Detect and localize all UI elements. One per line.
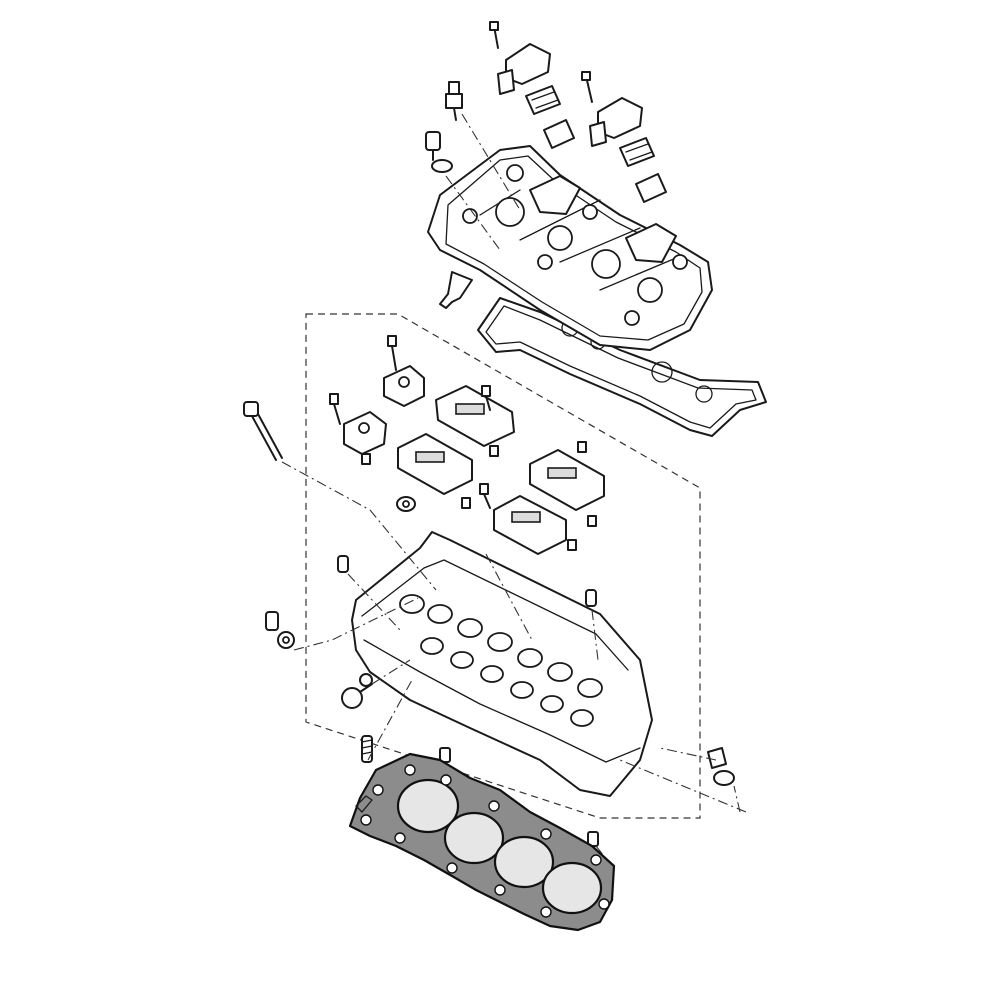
sealing-washer (359, 673, 373, 687)
valve-cover-assembly (425, 21, 767, 437)
gasket-ring (695, 385, 713, 403)
long-stud-bolt (243, 401, 283, 461)
dowel-pin (489, 445, 499, 457)
plug-hole (547, 225, 573, 251)
holder-bolt (481, 385, 491, 397)
camshaft-holder-assembly (243, 313, 701, 819)
coil-bolt (581, 71, 591, 81)
bracket (439, 271, 473, 309)
oil-plug (707, 747, 735, 786)
dowel-pin (585, 589, 597, 607)
cylinder-head-deck (363, 639, 641, 763)
plug-cap (525, 85, 561, 115)
spark-plug-tip (448, 81, 460, 95)
holder-bolt (577, 441, 587, 453)
rubber-grommet (431, 159, 453, 173)
dowel-pin (461, 497, 471, 509)
coil-seat (625, 223, 677, 263)
coil-seat (529, 175, 581, 215)
oil-plug (396, 496, 416, 512)
cam-holder (479, 483, 577, 555)
bolt-hole (537, 254, 553, 270)
cam-holder (329, 393, 387, 465)
cylinder-bore (493, 835, 555, 889)
stud (265, 611, 279, 631)
gasket-bolt-holes (360, 764, 610, 918)
spark-plug-hex (445, 93, 463, 109)
cylinder-head-assembly (265, 531, 735, 847)
coil-boot (497, 69, 515, 95)
spark-plug (445, 81, 463, 121)
stud (361, 735, 373, 763)
dowel-pin (567, 539, 577, 551)
assembly-outline (305, 313, 701, 819)
cylinder-head-upper (361, 559, 629, 671)
gasket-slot (355, 795, 373, 813)
head-gasket (348, 752, 616, 932)
valve-cover-rim (445, 155, 703, 341)
bolt-hole (672, 254, 688, 270)
stud-head (243, 401, 259, 417)
cam-holder (397, 433, 473, 509)
cam-holder (435, 385, 515, 457)
cylinder-bore (396, 778, 460, 834)
bolt-hole (506, 164, 524, 182)
ignition-coil (489, 21, 575, 149)
cam-holder (383, 335, 425, 407)
plug-hole (591, 249, 621, 279)
cam-holder (529, 441, 605, 527)
cover-bolt (425, 131, 441, 161)
cylinder-bore (541, 861, 603, 915)
plug-cap (619, 137, 655, 167)
plug-cap (543, 119, 575, 149)
cover-bolt-head (425, 131, 441, 151)
plug-cap (635, 173, 667, 203)
plug-hole (637, 277, 663, 303)
sealing-washer (713, 770, 735, 786)
cylinder-bore (443, 811, 505, 865)
dowel-pin (361, 453, 371, 465)
coil-bolt (489, 21, 499, 31)
gasket-ring (651, 361, 673, 383)
stud (337, 555, 349, 573)
coil-boot (589, 121, 607, 147)
head-bolt (341, 673, 373, 709)
cylinder-head-valves (399, 594, 603, 727)
cover-gasket-inner (485, 305, 757, 429)
plug-hole (495, 197, 525, 227)
bolt-hole (624, 310, 640, 326)
holder-bolt (387, 335, 397, 347)
bolt-hole (582, 204, 598, 220)
ignition-coil (581, 71, 667, 203)
holder-bolt (479, 483, 489, 495)
holder-bolt (329, 393, 339, 405)
dowel-pin (587, 515, 597, 527)
cylinder-head (351, 531, 653, 797)
